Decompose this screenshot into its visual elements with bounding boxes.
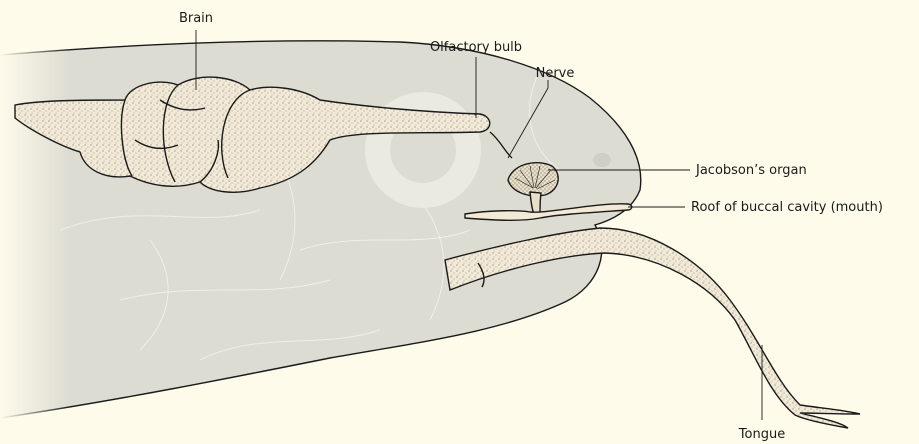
tongue-shape bbox=[445, 228, 860, 428]
head-outline bbox=[0, 41, 641, 418]
olfactory-bulb-label: Olfactory bulb bbox=[430, 40, 522, 55]
brain-label: Brain bbox=[179, 11, 213, 26]
nerve-label: Nerve bbox=[536, 66, 575, 81]
roof-label: Roof of buccal cavity (mouth) bbox=[691, 200, 883, 215]
head-fade bbox=[0, 40, 70, 424]
jacobsons-organ-label: Jacobson’s organ bbox=[695, 163, 807, 178]
nostril bbox=[593, 153, 611, 167]
tongue-label: Tongue bbox=[738, 427, 785, 442]
